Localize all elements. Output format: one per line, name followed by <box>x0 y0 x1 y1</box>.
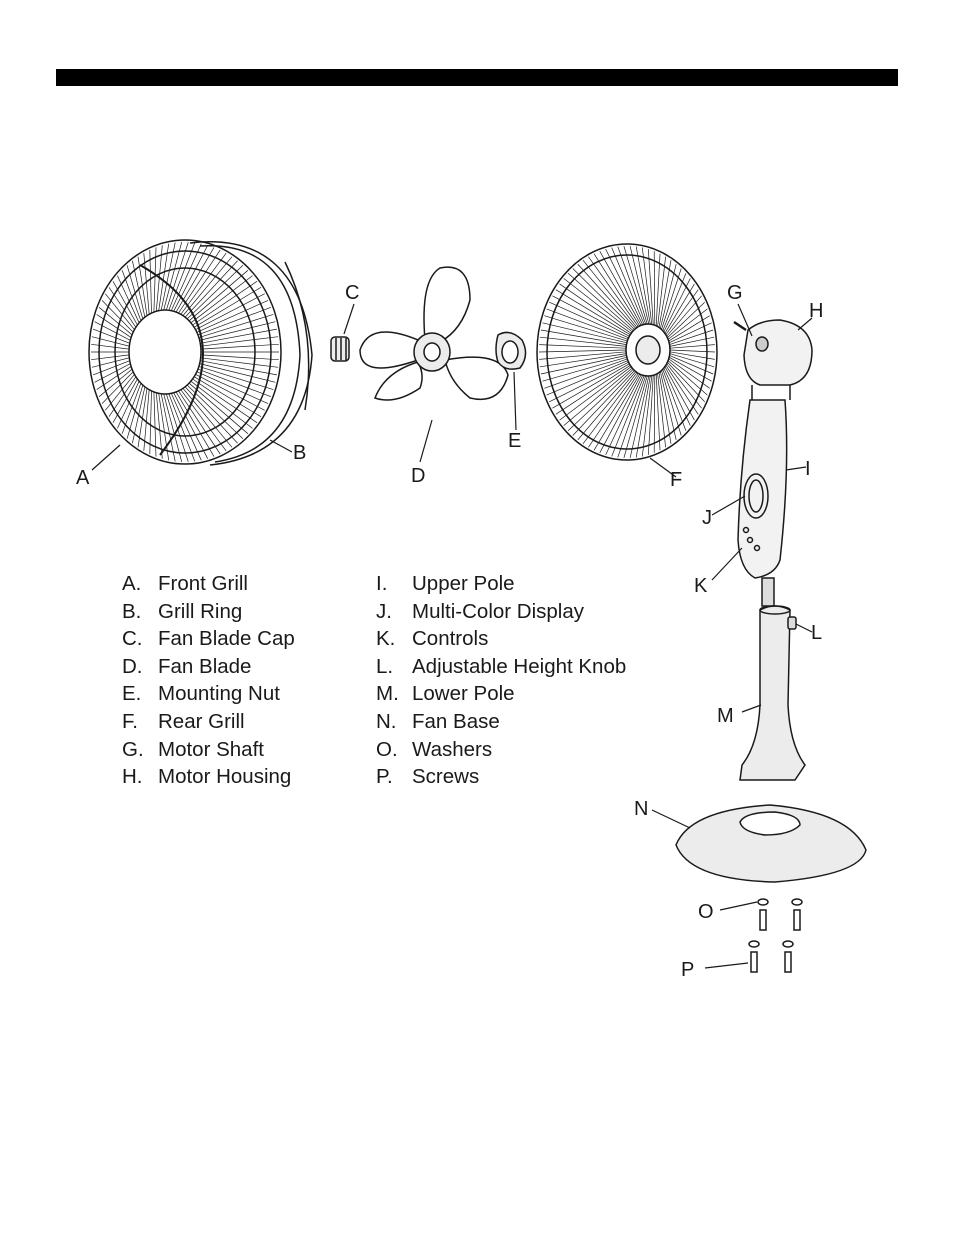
part-j: J.Multi-Color Display <box>376 598 626 626</box>
grill-wire <box>547 309 628 340</box>
parts-list-left: A.Front Grill B.Grill Ring C.Fan Blade C… <box>122 570 295 791</box>
part-k: K.Controls <box>376 625 626 653</box>
grill-wire <box>93 329 130 343</box>
fan-blade-illustration <box>360 267 508 400</box>
part-f: F.Rear Grill <box>122 708 295 736</box>
motor-housing-illustration <box>734 320 812 400</box>
grill-wire <box>539 350 626 352</box>
callout-p: P <box>681 959 694 981</box>
part-a: A.Front Grill <box>122 570 295 598</box>
fan-base-illustration <box>676 805 866 882</box>
grill-wire <box>660 372 676 440</box>
grill-wire <box>542 323 627 343</box>
grill-wire <box>654 375 655 453</box>
grill-wire <box>588 373 638 447</box>
part-d: D.Fan Blade <box>122 653 295 681</box>
grill-wire <box>122 270 141 321</box>
rear-grill-illustration <box>537 244 717 460</box>
part-h: H.Motor Housing <box>122 763 295 791</box>
callout-l: L <box>811 622 822 644</box>
callout-i: I <box>805 458 811 480</box>
parts-list-right: I.Upper Pole J.Multi-Color Display K.Con… <box>376 570 626 791</box>
grill-wire <box>179 391 221 454</box>
part-n: N.Fan Base <box>376 708 626 736</box>
grill-wire <box>552 364 629 408</box>
part-o: O.Washers <box>376 736 626 764</box>
washers-and-screws-illustration <box>749 899 802 972</box>
grill-wire <box>556 290 630 335</box>
grill-wire <box>183 388 232 447</box>
part-g: G.Motor Shaft <box>122 736 295 764</box>
grill-wire <box>670 350 715 352</box>
grill-wire <box>668 309 707 340</box>
grill-wire <box>193 281 257 325</box>
callout-a: A <box>76 467 90 489</box>
callout-m: M <box>717 705 734 727</box>
grill-wire <box>183 257 232 316</box>
grill-wire <box>193 379 257 423</box>
grill-wire <box>93 361 130 375</box>
grill-wire <box>200 329 277 343</box>
lower-pole-illustration <box>740 606 805 780</box>
grill-wire <box>200 361 277 375</box>
part-i: I.Upper Pole <box>376 570 626 598</box>
part-p: P.Screws <box>376 763 626 791</box>
mounting-nut-illustration <box>496 332 526 369</box>
callout-b: B <box>293 442 306 464</box>
callout-o: O <box>698 901 714 923</box>
grill-wire <box>564 368 633 426</box>
front-grill-illustration <box>89 240 312 465</box>
grill-wire <box>618 247 646 325</box>
grill-wire <box>658 257 666 327</box>
part-m: M.Lower Pole <box>376 680 626 708</box>
callout-n: N <box>634 798 648 820</box>
part-b: B.Grill Ring <box>122 598 295 626</box>
part-c: C.Fan Blade Cap <box>122 625 295 653</box>
grill-wire <box>648 375 653 455</box>
grill-wire <box>654 251 655 325</box>
callout-k: K <box>694 575 708 597</box>
callout-e: E <box>508 430 521 452</box>
grill-wire <box>560 284 632 333</box>
grill-wire <box>606 375 643 455</box>
grill-wire <box>200 322 276 341</box>
fan-blade-cap-illustration <box>331 337 349 361</box>
grill-wire <box>600 251 641 325</box>
grill-wire <box>656 374 660 450</box>
grill-wire <box>122 383 141 434</box>
part-l: L.Adjustable Height Knob <box>376 653 626 681</box>
grill-wire <box>656 254 660 326</box>
grill-wire <box>669 316 710 341</box>
part-e: E.Mounting Nut <box>122 680 295 708</box>
grill-wire <box>198 307 271 335</box>
upper-pole-illustration <box>738 400 787 606</box>
callout-f: F <box>670 469 682 491</box>
callout-j: J <box>702 507 712 529</box>
grill-wire <box>606 249 643 325</box>
grill-wire <box>541 330 627 345</box>
callout-h: H <box>809 300 823 322</box>
grill-wire <box>200 364 276 383</box>
callout-g: G <box>727 282 743 304</box>
callout-d: D <box>411 465 425 487</box>
callout-c: C <box>345 282 359 304</box>
grill-wire <box>198 369 271 397</box>
grill-wire <box>179 250 221 313</box>
grill-wire <box>658 373 666 447</box>
